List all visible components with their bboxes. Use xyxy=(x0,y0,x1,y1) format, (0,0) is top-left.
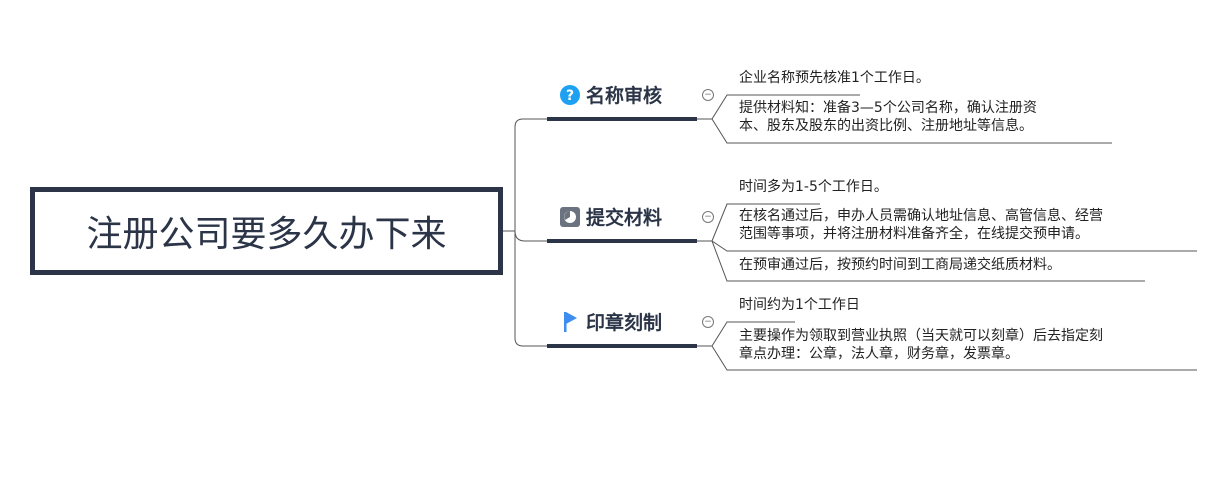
leaf-topic[interactable]: 在核名通过后，申办人员需确认地址信息、高管信息、经营 范围等事项，并将注册材料准… xyxy=(739,208,1103,242)
svg-text:?: ? xyxy=(566,88,574,104)
collapse-button[interactable]: − xyxy=(702,211,714,223)
leaf-topic[interactable]: 提供材料知：准备3—5个公司名称，确认注册资 本、股东及股东的出资比例、注册地址… xyxy=(739,100,1037,134)
leaf-topic[interactable]: 在预审通过后，按预约时间到工商局递交纸质材料。 xyxy=(739,257,1061,273)
root-title: 注册公司要多久办下来 xyxy=(86,214,447,255)
leaf-topic[interactable]: 时间约为1个工作日 xyxy=(739,297,860,313)
root-topic[interactable]: 注册公司要多久办下来 xyxy=(30,187,503,275)
leaf-topic[interactable]: 主要操作为领取到营业执照（当天就可以刻章）后去指定刻 章点办理：公章，法人章，财… xyxy=(739,328,1103,362)
chart-icon xyxy=(560,206,580,227)
leaf-topic[interactable]: 企业名称预先核准1个工作日。 xyxy=(739,70,930,86)
question-icon: ? xyxy=(560,84,580,105)
leaf-topic[interactable]: 时间多为1-5个工作日。 xyxy=(739,179,888,195)
collapse-button[interactable]: − xyxy=(702,316,714,328)
branch-label: 名称审核 xyxy=(586,85,663,107)
branch-submit-materials[interactable]: 提交材料 xyxy=(560,203,662,230)
collapse-button[interactable]: − xyxy=(702,89,714,101)
branch-seal-making[interactable]: 印章刻制 xyxy=(560,308,662,335)
branch-label: 提交材料 xyxy=(586,207,663,229)
branch-label: 印章刻制 xyxy=(586,312,663,334)
flag-icon xyxy=(560,311,580,332)
branch-name-review[interactable]: ? 名称审核 xyxy=(560,81,662,108)
